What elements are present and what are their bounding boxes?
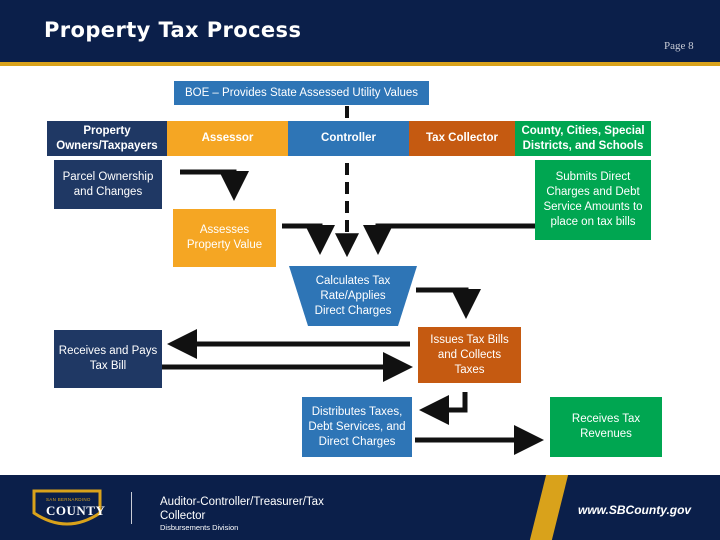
county-website-link[interactable]: www.SBCounty.gov [578, 503, 692, 517]
column-header-assessor: Assessor [167, 121, 288, 156]
parcel-ownership-box: Parcel Ownership and Changes [54, 160, 162, 209]
column-header-label: Assessor [201, 132, 254, 144]
calculates-tax-rate-box: Calculates Tax Rate/Applies Direct Charg… [308, 266, 398, 326]
receives-pays-tax-bill-box: Receives and Pays Tax Bill [54, 330, 162, 388]
column-header-controller: Controller [288, 121, 409, 156]
footer-divider [131, 492, 132, 524]
column-header-tax-collector: Tax Collector [409, 121, 515, 156]
submits-direct-charges-label: Submits Direct Charges and Debt Service … [543, 171, 643, 228]
assessor-to-controller-arrow [282, 223, 335, 256]
controller-to-tax-collector-arrow [416, 287, 481, 320]
column-header-taxpayers: Property Owners/Taxpayers [47, 121, 167, 156]
receives-pays-tax-bill-label: Receives and Pays Tax Bill [58, 345, 158, 372]
assesses-property-box: Assesses Property Value [173, 209, 276, 267]
receives-tax-revenues-box: Receives Tax Revenues [550, 397, 662, 457]
boe-label: BOE – Provides State Assessed Utility Va… [184, 86, 419, 99]
parcel-ownership-label: Parcel Ownership and Changes [62, 170, 154, 198]
footer: SAN BERNARDINO COUNTY Auditor-Controller… [0, 475, 720, 540]
footer-left-panel [0, 475, 555, 540]
column-header-label: Controller [321, 132, 376, 144]
page-title: Property Tax Process [44, 18, 302, 42]
title-bar: Property Tax Process Page 8 [0, 0, 720, 62]
footer-right-panel [553, 475, 720, 540]
receives-tax-revenues-label: Receives Tax Revenues [571, 413, 641, 440]
division-name: Disbursements Division [160, 523, 239, 532]
calculates-tax-rate-label: Calculates Tax Rate/Applies Direct Charg… [314, 274, 392, 317]
issues-tax-bills-box: Issues Tax Bills and Collects Taxes [418, 327, 521, 383]
logo-subtext: SAN BERNARDINO [46, 497, 91, 502]
distributes-taxes-box: Distributes Taxes, Debt Services, and Di… [302, 397, 412, 457]
boe-box: BOE – Provides State Assessed Utility Va… [174, 81, 429, 105]
column-header-label: Property Owners/Taxpayers [56, 124, 158, 152]
column-header-county-districts: County, Cities, Special Districts, and S… [515, 121, 651, 156]
tax-collector-to-distributes-arrow [418, 392, 468, 425]
submits-direct-charges-box: Submits Direct Charges and Debt Service … [535, 160, 651, 240]
issues-tax-bills-label: Issues Tax Bills and Collects Taxes [430, 333, 509, 376]
county-logo-text: COUNTY [46, 503, 106, 518]
column-header-label: Tax Collector [426, 132, 498, 144]
distributes-taxes-label: Distributes Taxes, Debt Services, and Di… [308, 405, 406, 448]
column-header-label: County, Cities, Special Districts, and S… [521, 124, 645, 152]
title-accent-rule [0, 62, 720, 66]
parcel-to-assessor-arrow [180, 169, 249, 202]
county-logo-shield-icon [32, 489, 102, 526]
calculates-shape [289, 266, 417, 326]
department-name: Auditor-Controller/Treasurer/Tax Collect… [160, 496, 324, 522]
assesses-property-label: Assesses Property Value [186, 224, 263, 251]
submits-to-controller-arrow [363, 223, 535, 256]
page-number: Page 8 [664, 40, 694, 52]
